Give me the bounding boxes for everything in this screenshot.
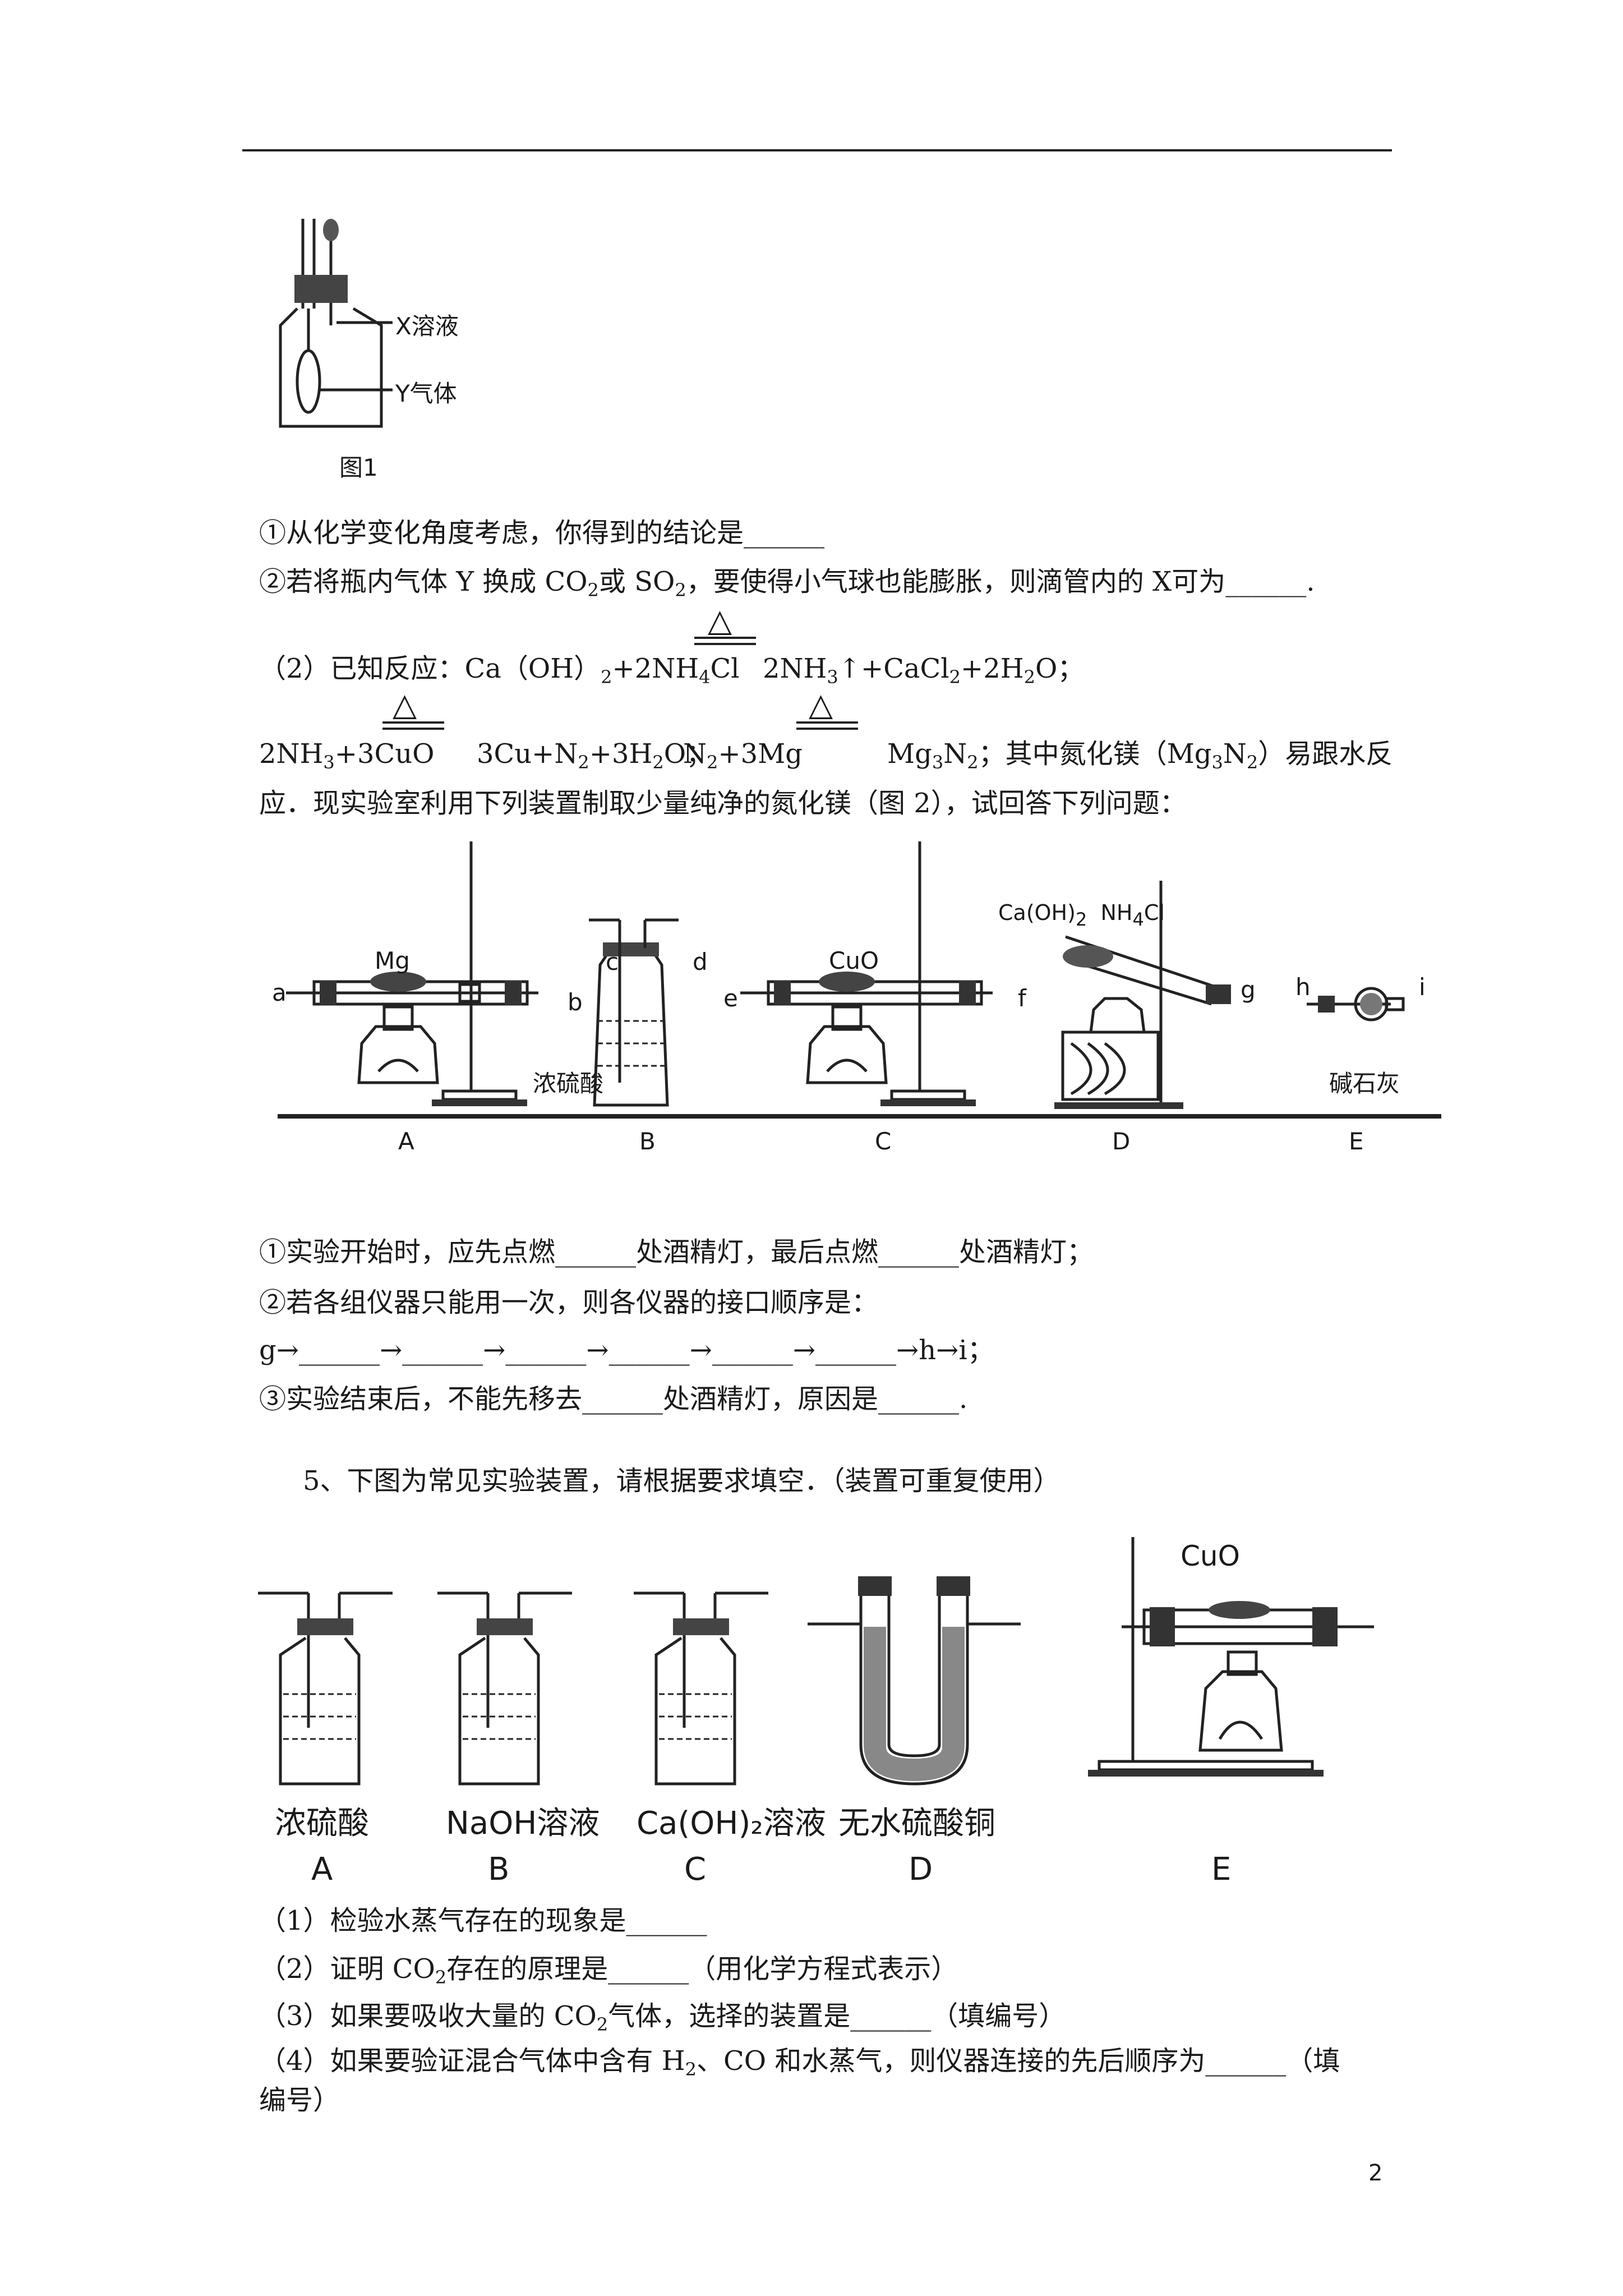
q5-letter-e: E xyxy=(1211,1851,1232,1888)
q4-question-2-sequence: g→______→______→______→______→______→___… xyxy=(259,1335,994,1366)
apparatus-d xyxy=(1054,881,1231,1109)
figure1-y-label: Y气体 xyxy=(395,380,457,407)
port-f-label: f xyxy=(1018,984,1026,1012)
apparatus-letter-e: E xyxy=(1349,1128,1364,1155)
q5-sub-1: （1）检验水蒸气存在的现象是______ xyxy=(259,1905,707,1936)
q4-question-1: ①实验开始时，应先点燃______处酒精灯，最后点燃______处酒精灯； xyxy=(259,1236,1094,1268)
header-rule xyxy=(242,149,1392,151)
port-g-label: g xyxy=(1241,976,1256,1004)
bottle-b xyxy=(437,1591,572,1786)
apparatus-b xyxy=(589,918,679,1107)
reagents-d-label: Ca(OH)2 NH4Cl xyxy=(998,900,1165,930)
reaction-condition-delta: △ xyxy=(708,602,732,639)
reaction-condition-delta: △ xyxy=(809,687,833,723)
figure3-apparatus xyxy=(258,1537,1374,1786)
reaction-arrow-line xyxy=(796,721,858,724)
q4-part1-line1: ①从化学变化角度考虑，你得到的结论是______ xyxy=(259,517,825,549)
bottle-a xyxy=(258,1591,393,1786)
apparatus-letter-b: B xyxy=(639,1128,656,1155)
q4-question-2: ②若各组仪器只能用一次，则各仪器的接口顺序是： xyxy=(259,1287,879,1318)
apparatus-a xyxy=(286,841,538,1106)
q4-part1-line2: ②若将瓶内气体 Y 换成 CO2或 SO2，要使得小气球也能膨胀，则滴管内的 X… xyxy=(259,566,1315,601)
q4-part2-line2-products: 3Cu+N2+3H2O； xyxy=(477,738,713,773)
port-d-label: d xyxy=(693,948,708,976)
bottle-b-label: NaOH溶液 xyxy=(446,1805,600,1842)
apparatus-c xyxy=(740,841,993,1106)
port-b-label: b xyxy=(568,988,583,1016)
apparatus-e-q5 xyxy=(1088,1537,1374,1777)
u-tube-d-label: 无水硫酸铜 xyxy=(838,1805,995,1842)
q4-question-3: ③实验结束后，不能先移去______处酒精灯，原因是______. xyxy=(259,1383,968,1415)
q5-sub-4: （4）如果要验证混合气体中含有 H2、CO 和水蒸气，则仪器连接的先后顺序为__… xyxy=(259,2045,1340,2080)
port-h-label: h xyxy=(1295,973,1311,1001)
page-number: 2 xyxy=(1368,2160,1383,2186)
reaction-arrow-line xyxy=(694,637,756,639)
bottle-c xyxy=(634,1591,768,1786)
cuo-label-fig2: CuO xyxy=(829,947,879,974)
q4-part2-line1-products: 2NH3↑+CaCl2+2H2O； xyxy=(763,653,1085,688)
q5-letter-b: B xyxy=(488,1851,510,1888)
figure2-apparatus xyxy=(278,841,1441,1119)
apparatus-letter-c: C xyxy=(875,1128,892,1155)
reaction-arrow-line xyxy=(382,728,444,730)
q4-part2-line2-eq3: N2+3Mg xyxy=(683,738,803,773)
q5-intro: 5、下图为常见实验装置，请根据要求填空．（装置可重复使用） xyxy=(303,1465,1061,1497)
q5-sub-2: （2）证明 CO2存在的原理是______（用化学方程式表示） xyxy=(259,1953,958,1988)
q5-letter-a: A xyxy=(311,1851,333,1888)
q5-letter-c: C xyxy=(684,1851,707,1888)
reaction-arrow-line xyxy=(796,728,858,730)
reaction-condition-delta: △ xyxy=(393,687,417,723)
bottle-a-label: 浓硫酸 xyxy=(275,1805,369,1842)
port-c-label: c xyxy=(606,948,619,976)
figure1-caption: 图1 xyxy=(339,454,378,481)
soda-lime-label: 碱石灰 xyxy=(1329,1070,1400,1097)
figure1-x-label: X溶液 xyxy=(395,312,459,340)
q5-sub-3: （3）如果要吸收大量的 CO2气体，选择的装置是______（填编号） xyxy=(259,2000,1066,2035)
figure1-diagram xyxy=(279,219,393,428)
port-i-label: i xyxy=(1419,973,1426,1001)
port-e-label: e xyxy=(723,984,738,1012)
q4-part2-line3: 应．现实验室利用下列装置制取少量纯净的氮化镁（图 2），试回答下列问题： xyxy=(259,788,1187,819)
apparatus-letter-d: D xyxy=(1112,1128,1131,1155)
q4-part2-line1: （2）已知反应：Ca（OH）2+2NH4Cl xyxy=(259,653,740,688)
reaction-arrow-line xyxy=(694,643,756,645)
apparatus-e xyxy=(1307,987,1405,1022)
u-tube-d xyxy=(808,1576,1021,1786)
apparatus-letter-a: A xyxy=(398,1128,414,1155)
h2so4-label-fig2: 浓硫酸 xyxy=(533,1070,604,1097)
q4-part2-line2: 2NH3+3CuO xyxy=(259,738,435,773)
mg-label: Mg xyxy=(375,947,410,974)
q4-part2-line2-eq3-products: Mg3N2；其中氮化镁（Mg3N2）易跟水反 xyxy=(887,738,1393,773)
q5-letter-d: D xyxy=(909,1851,933,1888)
cuo-label-q5: CuO xyxy=(1181,1540,1240,1572)
bottle-c-label: Ca(OH)₂溶液 xyxy=(637,1805,826,1842)
port-a-label: a xyxy=(272,979,287,1006)
q5-sub-4-cont: 编号） xyxy=(259,2085,340,2116)
reaction-arrow-line xyxy=(382,721,444,724)
